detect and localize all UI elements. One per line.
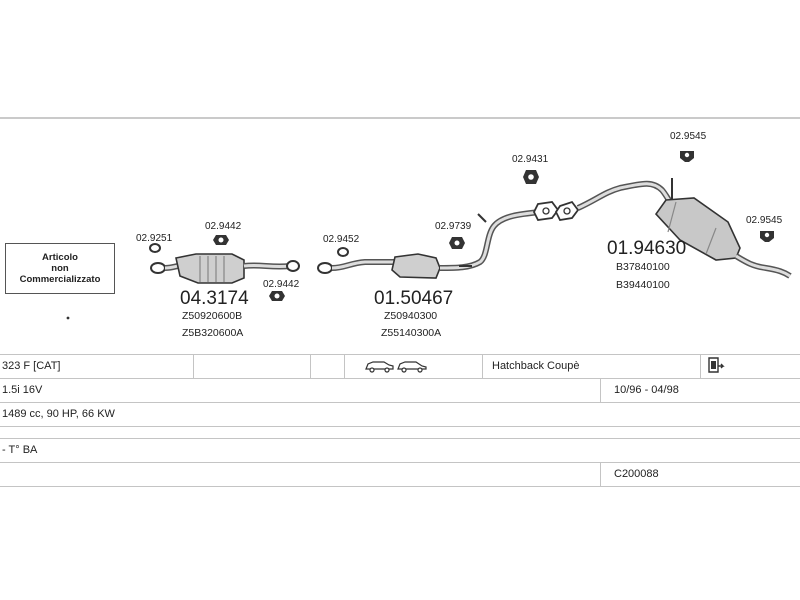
rubber-mount-rear-right-icon[interactable] — [760, 231, 774, 242]
stamp-line-1: Articolo — [42, 252, 78, 263]
production-dates: 10/96 - 04/98 — [614, 384, 679, 396]
rear-silencer-band — [667, 201, 717, 255]
rubber-mount-middle-icon[interactable] — [449, 237, 465, 249]
table-bottom-border — [0, 486, 800, 488]
table-row-model: 323 F [CAT] Hatchback Coupè — [0, 354, 800, 379]
dot-mark — [66, 316, 70, 320]
catalog-code: C200088 — [614, 468, 659, 480]
part-number-middle[interactable]: 01.50467 — [374, 288, 453, 309]
front-outlet-flange — [286, 260, 300, 272]
engine-specs: 1489 cc, 90 HP, 66 KW — [2, 408, 115, 420]
middle-silencer — [391, 253, 441, 279]
body-type-icons — [364, 358, 428, 376]
table-row-code: C200088 — [0, 462, 800, 487]
gasket-middle-icon[interactable] — [337, 247, 349, 257]
oe-number-front-1: Z50920600B — [182, 310, 242, 322]
oe-number-rear-1: B37840100 — [616, 261, 670, 273]
table-row-empty — [0, 426, 800, 451]
rear-pipe-highlight — [577, 182, 674, 210]
oe-number-rear-2: B39440100 — [616, 279, 670, 291]
oe-number-front-2: Z5B320600A — [182, 327, 243, 339]
rear-pipe-assembly[interactable] — [554, 178, 792, 279]
middle-pipe-rear-highlight — [439, 210, 541, 270]
middle-pipe-highlight — [331, 260, 395, 270]
document-icon[interactable] — [707, 357, 725, 377]
front-converter — [175, 253, 245, 284]
part-label-rubber-left: 02.9442 — [205, 221, 242, 232]
oe-number-middle-2: Z55140300A — [381, 327, 441, 339]
rubber-mount-top-icon[interactable] — [523, 170, 539, 184]
table-row-transmission: - T° BA — [0, 438, 800, 463]
rubber-mount-rear-top-icon[interactable] — [680, 151, 694, 162]
middle-pipe-assembly[interactable] — [317, 201, 560, 279]
not-sold-stamp: Articolo non Commercializzato — [5, 243, 115, 294]
part-label-rubber-top: 02.9431 — [512, 154, 549, 165]
oe-number-middle-1: Z50940300 — [384, 310, 437, 322]
table-row-engine: 1.5i 16V 10/96 - 04/98 — [0, 378, 800, 403]
bracket-front-icon[interactable] — [149, 243, 161, 253]
stamp-line-2: non — [51, 263, 69, 274]
front-outlet-pipe-highlight — [243, 263, 291, 269]
part-label-rubber-mid: 02.9739 — [435, 221, 472, 232]
front-pipe-assembly[interactable] — [150, 253, 300, 284]
hanger-pin — [477, 213, 487, 223]
part-number-rear[interactable]: 01.94630 — [607, 238, 686, 259]
part-label-gasket-mid: 02.9452 — [323, 234, 360, 245]
rubber-mount-front-b-icon[interactable] — [269, 291, 285, 301]
part-label-rubber-left-b: 02.9442 — [263, 279, 300, 290]
part-label-rubber-rear-top: 02.9545 — [670, 131, 707, 142]
front-flange-ring — [150, 262, 166, 274]
part-number-front[interactable]: 04.3174 — [180, 288, 249, 309]
vehicle-model: 323 F [CAT] — [2, 360, 61, 372]
rubber-mount-front-icon[interactable] — [213, 235, 229, 245]
part-label-rubber-rear-right: 02.9545 — [746, 215, 783, 226]
car-icons — [365, 361, 427, 373]
converter-ribs — [199, 256, 225, 282]
body-type-label: Hatchback Coupè — [492, 360, 580, 372]
part-label-bracket-left: 02.9251 — [136, 233, 173, 244]
engine-label: 1.5i 16V — [2, 384, 43, 396]
table-row-specs: 1489 cc, 90 HP, 66 KW — [0, 402, 800, 427]
tail-pipe-highlight — [735, 254, 791, 278]
transmission-label: - T° BA — [2, 444, 38, 456]
middle-inlet-ring — [317, 262, 333, 274]
stamp-line-3: Commercializzato — [19, 274, 101, 285]
